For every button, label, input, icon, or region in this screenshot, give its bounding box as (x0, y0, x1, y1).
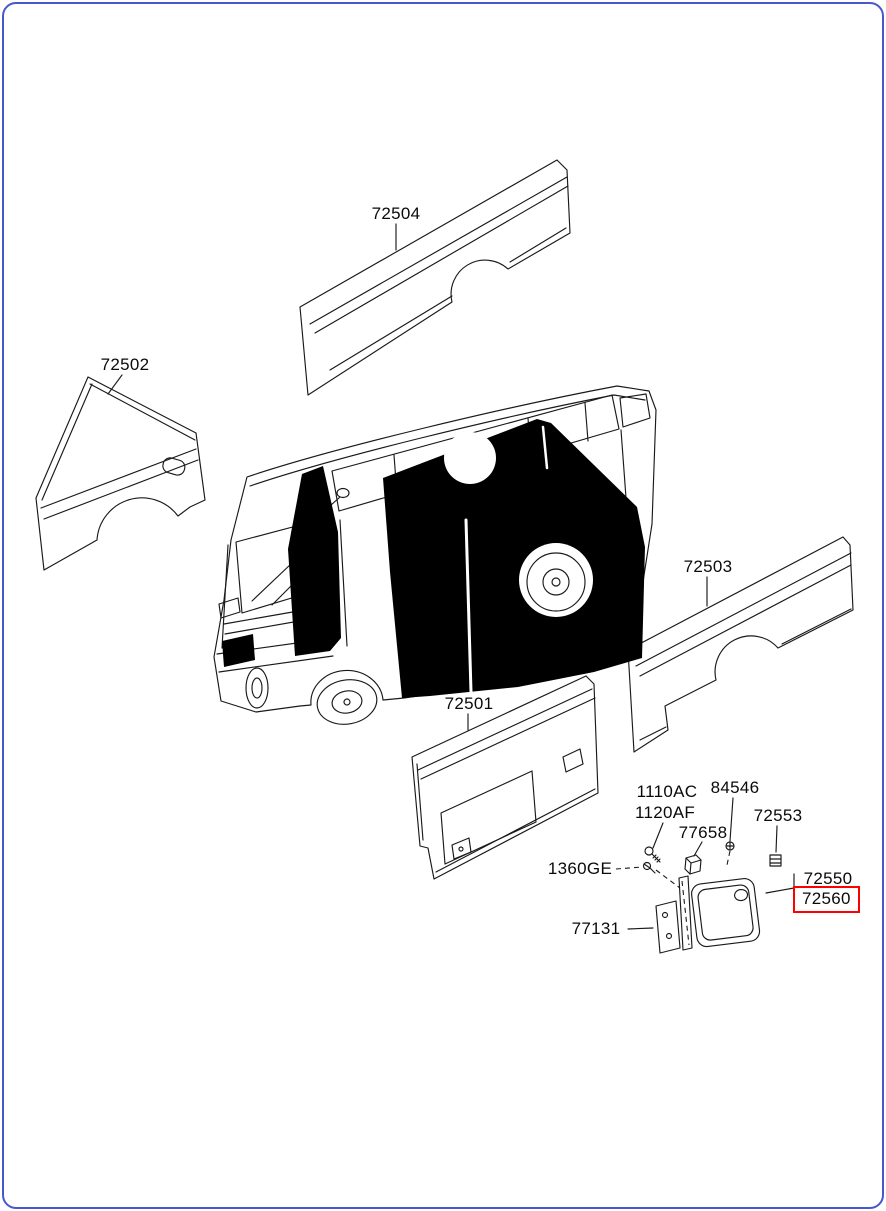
screw-1360ge (642, 861, 656, 874)
leader-72550-72560 (765, 887, 795, 894)
part-label-1110ac[interactable]: 1110AC (636, 782, 698, 801)
front-right-wheel (316, 679, 378, 725)
part-label-72501[interactable]: 72501 (444, 694, 494, 713)
part-label-72504[interactable]: 72504 (371, 204, 421, 223)
leader-lines (107, 223, 795, 930)
leader-77658 (693, 841, 703, 857)
part-label-1360ge[interactable]: 1360GE (547, 859, 613, 878)
hinge-bracket-77131 (655, 900, 681, 954)
leader-72502 (107, 374, 123, 395)
part-label-1120af[interactable]: 1120AF (634, 803, 696, 822)
clip-77658 (684, 854, 702, 875)
part-label-72503[interactable]: 72503 (683, 557, 733, 576)
fuel-filler-door-drawing (642, 841, 782, 954)
leader-84546 (729, 797, 734, 842)
panel-72503-drawing (627, 536, 854, 753)
van-drawing (213, 385, 657, 725)
leader-72553 (775, 825, 778, 853)
leader-1360ge (615, 866, 643, 870)
part-label-72502[interactable]: 72502 (100, 355, 150, 374)
part-label-72550[interactable]: 72550 (803, 869, 853, 888)
grommet-72553 (769, 854, 782, 867)
panel-72501-drawing (411, 675, 599, 880)
part-label-72560[interactable]: 72560 (802, 889, 851, 908)
leader-77131 (627, 927, 654, 930)
part-label-72553[interactable]: 72553 (753, 806, 803, 825)
bolt-1110ac (644, 846, 661, 863)
panel-72502-drawing (35, 376, 206, 571)
panel-72504-drawing (299, 159, 571, 396)
screw-84546 (725, 841, 735, 866)
highlight-box-72560[interactable]: 72560 (793, 886, 860, 913)
leader-1120af (652, 822, 664, 849)
part-label-77131[interactable]: 77131 (571, 919, 621, 938)
part-label-84546[interactable]: 84546 (710, 778, 760, 797)
part-label-77658[interactable]: 77658 (678, 823, 728, 842)
